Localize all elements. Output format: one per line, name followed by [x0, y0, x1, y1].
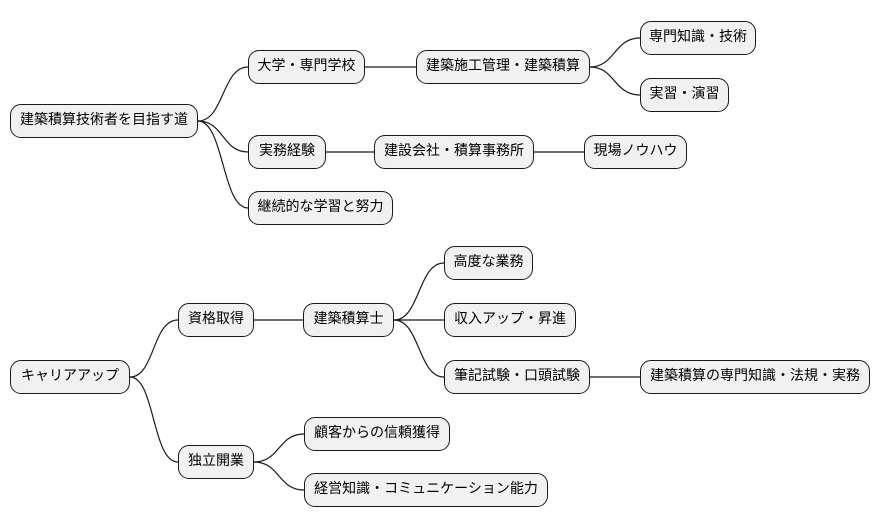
edge-root2-to-qualification — [129, 319, 179, 378]
node-practical-training: 実習・演習 — [640, 78, 729, 112]
edge-root1-to-experience — [197, 120, 249, 153]
node-qualification: 資格取得 — [178, 303, 254, 337]
node-specialized-knowledge-skills: 専門知識・技術 — [640, 21, 756, 55]
node-continuous-learning: 継続的な学習と努力 — [248, 191, 393, 225]
node-management-communication-skills: 経営知識・コミュニケーション能力 — [304, 473, 548, 507]
node-written-oral-exam: 筆記試験・口頭試験 — [444, 360, 590, 394]
node-building-estimator: 建築積算士 — [303, 303, 394, 337]
edge-root1-to-school — [197, 66, 249, 122]
edge-construction-to-knowledge — [589, 37, 641, 68]
edge-estimator-to-advanced — [393, 262, 445, 321]
root-node-estimator-path: 建築積算技術者を目指す道 — [10, 104, 198, 138]
node-customer-trust: 顧客からの信頼獲得 — [304, 417, 450, 451]
node-university-vocational-school: 大学・専門学校 — [248, 50, 365, 84]
edge-root2-to-independence — [129, 376, 179, 463]
edge-independence-to-trust — [253, 433, 305, 463]
node-construction-company-estimating-office: 建設会社・積算事務所 — [374, 135, 534, 169]
node-advanced-work: 高度な業務 — [444, 246, 533, 280]
node-estimating-expertise-laws-practice: 建築積算の専門知識・法規・実務 — [640, 360, 870, 394]
node-field-knowhow: 現場ノウハウ — [584, 135, 687, 169]
edge-construction-to-practice — [589, 66, 641, 96]
node-work-experience: 実務経験 — [248, 135, 326, 169]
edge-root1-to-learning — [197, 120, 249, 209]
node-independent-business: 独立開業 — [178, 445, 254, 479]
edge-estimator-to-exam — [393, 319, 445, 378]
node-construction-management-estimating: 建築施工管理・建築積算 — [416, 50, 590, 84]
root-node-career-up: キャリアアップ — [10, 360, 130, 394]
node-income-promotion: 収入アップ・昇進 — [444, 303, 576, 337]
edge-independence-to-management — [253, 461, 305, 491]
